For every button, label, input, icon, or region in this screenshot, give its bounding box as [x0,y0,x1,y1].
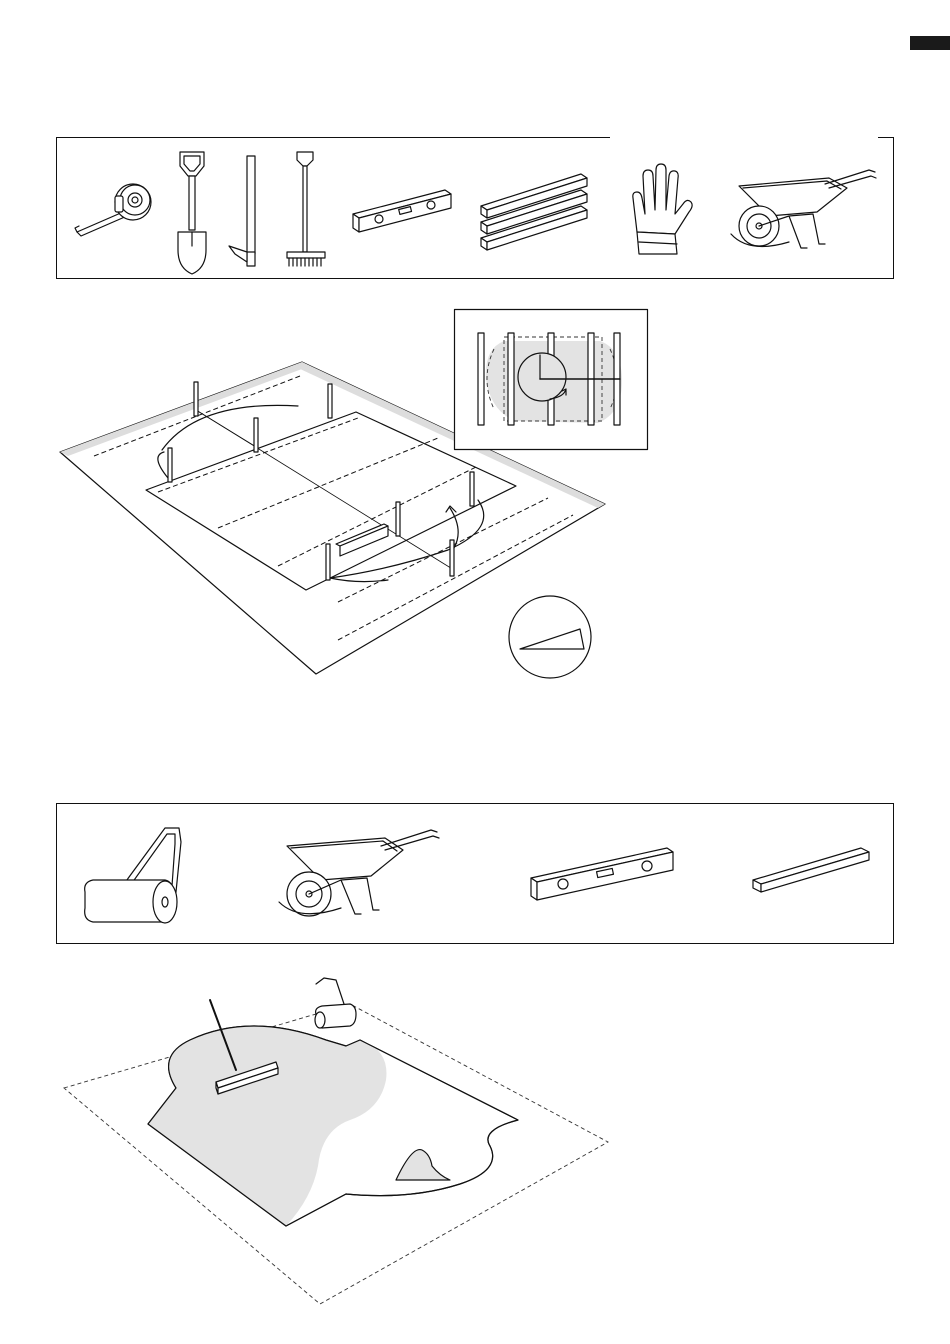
spirit-level-icon [349,182,453,234]
spade-icon [172,150,212,278]
tools-panel-top [56,137,894,279]
pickaxe-icon [225,154,269,274]
straight-edge-beam-icon [749,844,875,894]
rake-icon [283,150,331,274]
lawn-roller-icon [79,822,219,932]
wheelbarrow-icon [271,824,443,930]
page-tab-marker [910,36,950,50]
small-roller-icon [315,978,356,1028]
wheelbarrow-icon [729,164,879,264]
wooden-beams-icon [477,170,593,250]
spirit-level-icon [527,844,677,908]
tape-measure-icon [73,176,153,238]
pool-footprint-detail [454,309,650,451]
tools-panel-bottom [56,803,894,944]
work-glove-icon [623,162,695,258]
sand-leveling-scene [60,970,620,1310]
slope-detail [508,595,594,681]
border-gap [610,136,878,140]
